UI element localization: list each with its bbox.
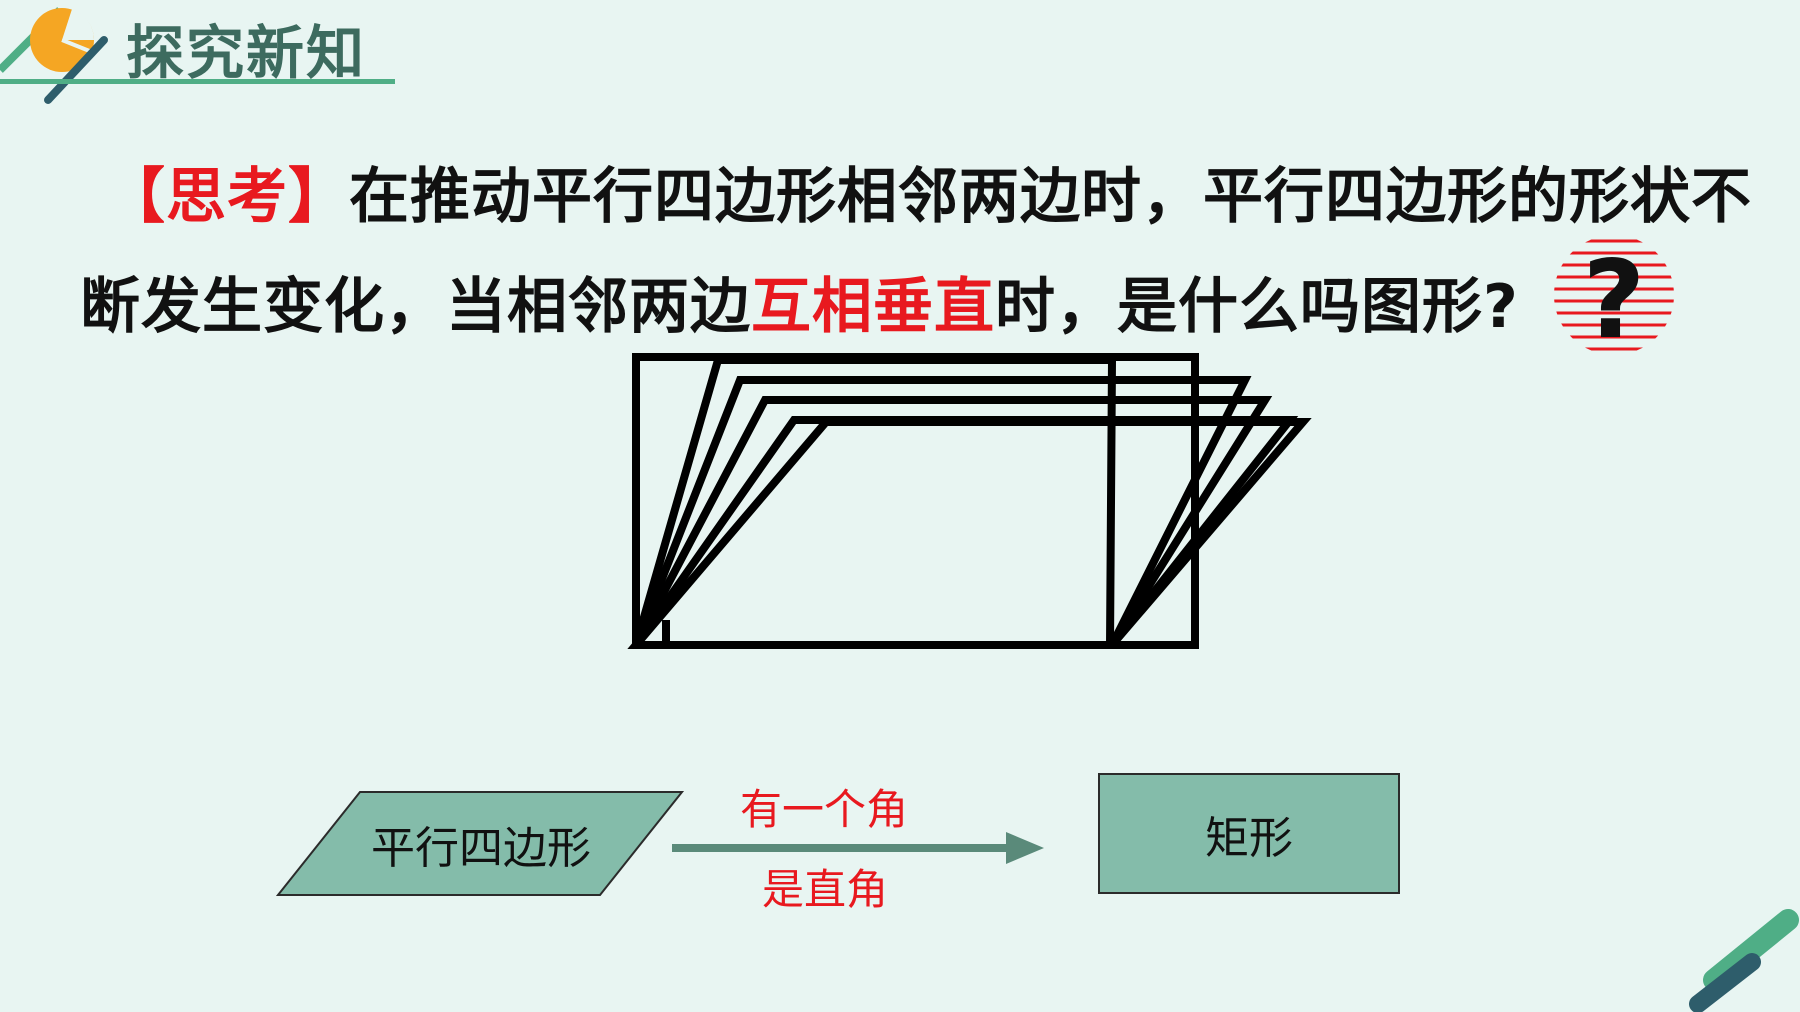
shape-parallelogram-4 <box>628 416 1299 649</box>
shape-parallelogram-5 <box>627 418 1312 649</box>
section-header: 探究新知 <box>0 0 400 104</box>
page-title: 探究新知 <box>126 19 367 87</box>
question-text-1: 在推动平行四边形相邻两边时，平行四边形的形状不 <box>349 162 1752 232</box>
target-rectangle: 矩形 <box>1098 773 1400 894</box>
shape-parallelogram-2 <box>630 376 1252 649</box>
arrow-top-label: 有一个角 <box>740 785 909 834</box>
right-arrow-icon <box>672 832 1044 864</box>
question-text-2b: 时，是什么吗图形? <box>995 272 1519 342</box>
svg-text:?: ? <box>1583 238 1646 357</box>
arrow-bottom-label: 是直角 <box>762 865 889 914</box>
source-label: 平行四边形 <box>371 822 591 874</box>
shape-rectangle <box>632 353 1199 649</box>
question-prefix: 【思考】 <box>105 162 349 232</box>
pie-chart-icon <box>0 7 108 104</box>
source-parallelogram-shape <box>276 791 685 896</box>
stripe-decoration-icon <box>1689 909 1799 1012</box>
header-underline <box>0 79 395 84</box>
shape-parallelogram-3 <box>629 396 1273 649</box>
target-label: 矩形 <box>1205 812 1293 864</box>
question-highlight: 互相垂直 <box>751 272 995 342</box>
shape-parallelogram-1 <box>630 356 1117 649</box>
question-line-1: 【思考】在推动平行四边形相邻两边时，平行四边形的形状不 <box>105 148 1752 235</box>
question-line-2: 断发生变化，当相邻两边互相垂直时，是什么吗图形? <box>80 258 1519 345</box>
question-text-2a: 断发生变化，当相邻两边 <box>80 272 751 342</box>
question-mark-icon: ? <box>1554 235 1674 357</box>
